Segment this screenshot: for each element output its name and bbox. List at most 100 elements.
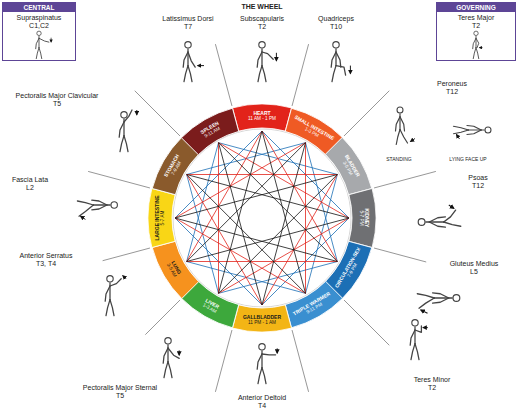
position-note: LYING FACE UP (449, 157, 486, 163)
figure-limb (336, 66, 346, 76)
divider-line (215, 44, 232, 106)
muscle-test-figure (257, 344, 277, 384)
segment-shape (349, 187, 379, 249)
cycle-line (187, 261, 338, 262)
muscle-test-figure (183, 42, 204, 82)
cycle-line (187, 174, 338, 175)
meridian-name: LARGE INTESTINE (155, 196, 160, 241)
figure-limb (188, 52, 195, 67)
muscle-name: Subscapularis (240, 15, 284, 23)
muscle-name: Peroneus (437, 80, 467, 88)
spinal-level: L5 (470, 268, 478, 276)
figure-limb (36, 38, 39, 48)
meridian-segment: HEART11 AM - 1 PM (231, 101, 293, 131)
test-arrow (457, 135, 460, 140)
segment-text-area: HEART11 AM - 1 PM (239, 106, 285, 127)
figure-limb (396, 117, 401, 131)
figure-limb (257, 354, 262, 369)
cycle-line (175, 218, 337, 262)
divider-line (103, 248, 150, 261)
figure-limb (36, 48, 39, 59)
muscle-test-figure (454, 126, 492, 140)
figure-head (485, 127, 491, 133)
divider-line (292, 44, 309, 106)
figure-head (333, 42, 339, 48)
figure-head (397, 107, 403, 113)
test-arrow (423, 327, 428, 328)
muscle-test-figure (257, 42, 276, 82)
figure-limb (332, 66, 336, 82)
box-header: CENTRAL (3, 3, 75, 12)
figure-limb (419, 298, 434, 308)
cycle-line (219, 131, 263, 293)
cycle-line (187, 175, 306, 294)
cycle-line (262, 131, 306, 293)
figure-limb (444, 222, 461, 226)
spinal-level: T2 (258, 23, 266, 31)
figure-limb (415, 326, 421, 332)
muscle-name: Pectoralis Major Sternal (83, 384, 157, 392)
figure-limb (77, 201, 93, 205)
divider-line (292, 330, 309, 392)
figure-head (453, 295, 460, 302)
segment-text-area: GALLBLADDER11 PM - 1 AM (239, 310, 285, 331)
cycle-line (262, 143, 306, 305)
divider-line (374, 248, 426, 262)
figure-limb (188, 66, 192, 82)
figure-limb (167, 345, 168, 362)
muscle-name: Fascia Lata (12, 176, 48, 184)
figure-limb (414, 327, 415, 344)
figure-head (412, 320, 418, 326)
divider-line (374, 171, 436, 188)
title: THE WHEEL (241, 3, 282, 11)
segment-text-area: KIDNEY5-7 PM (354, 195, 375, 241)
test-arrow (421, 310, 428, 313)
meridian-segment: GALLBLADDER11 PM - 1 AM (231, 305, 293, 335)
test-arrow (136, 110, 137, 115)
test-arrow (479, 47, 482, 48)
figure-head (121, 112, 127, 118)
muscle-name: Quadriceps (318, 15, 354, 23)
test-arrow (123, 276, 126, 279)
muscle-name: Gluteus Medius (450, 260, 499, 268)
test-arrow (276, 53, 277, 61)
divider-line (344, 91, 389, 136)
meridian-time: 5-7 AM (160, 211, 165, 226)
figure-head (107, 276, 113, 282)
figure-limb (400, 130, 408, 144)
figure-head (111, 202, 117, 208)
figure-limb (124, 136, 128, 152)
figure-limb (396, 130, 400, 145)
segment-fill (232, 305, 291, 332)
figure-limb (399, 114, 400, 130)
figure-limb (473, 48, 476, 59)
divider-line (215, 330, 232, 392)
muscle-test-figure (418, 205, 461, 227)
muscle-test-figure (410, 320, 428, 360)
spinal-level: T10 (330, 23, 342, 31)
figure-limb (426, 221, 444, 222)
test-arrow (411, 139, 416, 142)
figure-limb (336, 52, 341, 67)
test-arrow (179, 350, 180, 355)
figure-limb (429, 217, 445, 222)
spinal-level: T4 (258, 402, 266, 410)
figure-limb (454, 126, 469, 130)
inner-ring (173, 129, 351, 307)
figure-limb (93, 204, 110, 205)
test-arrow (449, 205, 454, 208)
segment-fill (148, 188, 175, 247)
figure-limb (410, 330, 415, 345)
spinal-level: T2 (437, 22, 515, 30)
figure-limb (168, 362, 172, 378)
figure-limb (183, 52, 188, 67)
meridian-box: GOVERNINGTeres MajorT2 (436, 2, 516, 61)
muscle-test-figure (417, 293, 460, 313)
meridian-time: 11 AM - 1 PM (248, 116, 276, 121)
meridian-name: KIDNEY (364, 209, 369, 228)
figure-head (165, 338, 171, 344)
figure-limb (120, 136, 124, 152)
spinal-level: T5 (53, 100, 61, 108)
